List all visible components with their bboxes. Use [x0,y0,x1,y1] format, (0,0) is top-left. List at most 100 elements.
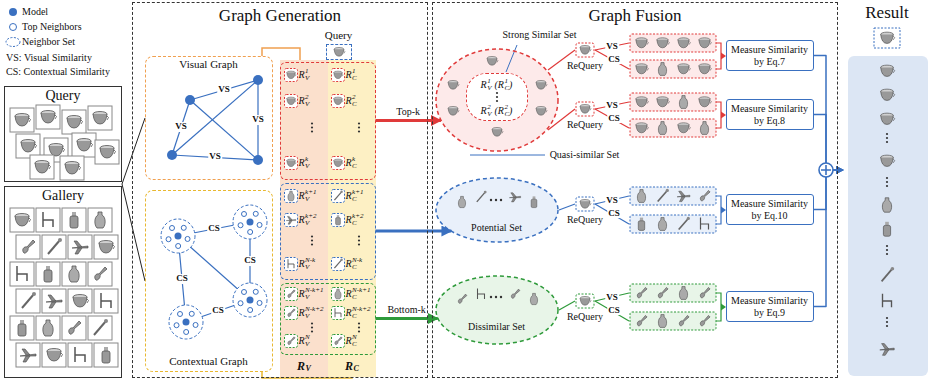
script-stack: NV [305,334,310,348]
neighbor-dot [257,222,262,227]
set-fill [436,276,558,344]
math-label: RN-kC [346,257,363,271]
sum-symbol-cross [821,165,831,175]
math-label: RkC [346,156,357,170]
thumbnail-frame [332,69,345,82]
model-thumbnail [881,65,895,76]
set-label: Strong Similar Set [503,29,577,41]
superscript: 2 [487,104,491,111]
bottom-k-group: RN-k+1VRN-k+1CRN-k+2VRN-k+2CRNVRNC [280,283,376,355]
thumbnail-frame [630,312,716,330]
neighbor-dot [181,225,186,230]
model-thumbnail [677,191,690,201]
script-stack: 2C [504,104,509,118]
similarity-label: CS [211,306,225,316]
neighbor-dot [189,311,194,316]
model-thumbnail [334,71,343,79]
script-stack: 1C [352,68,357,82]
node-title: Contextual Graph [169,355,248,368]
thumbnail-frame [88,208,112,232]
model-thumbnail [530,293,537,304]
node-title: Query [325,29,353,42]
model-thumbnail [35,161,51,174]
model-thumbnail [94,319,108,335]
thumbnail-frame [285,69,298,82]
subscript: V [305,313,323,320]
model-thumbnail [102,347,110,363]
model-thumbnail [288,259,294,268]
measure-box: Measure Similarity by Eq.10 [726,194,814,225]
script-stack: 2V [487,104,491,118]
thumbnail-frame [88,106,112,130]
neighbor-dot [253,211,258,216]
model-thumbnail [95,267,107,280]
thumbnail-frame [16,343,40,367]
thumbnail-frame [630,34,716,52]
math-label: R1V(R1C) [481,78,513,92]
model-thumbnail [286,216,296,224]
neighbor-dot [238,223,243,228]
requery-link [559,204,575,210]
math-label: R2V [299,94,310,108]
model-thumbnail [678,123,690,133]
script-stack: N-k+1C [352,287,370,301]
script-stack: kC [352,156,357,170]
model-thumbnail [44,266,52,282]
model-thumbnail [678,64,690,74]
model-thumbnail [47,349,63,362]
thumbnail-frame [630,119,716,137]
legend-text: Neighbor Set [22,36,75,48]
graph-generation-panel: Graph GenerationVisual GraphContextual G… [132,2,428,378]
connector [814,56,844,171]
model-thumbnail [882,267,895,281]
superscript: 2 [305,94,309,101]
thumbnail-frame [332,157,345,170]
math-label: RN-k+1V [299,287,324,301]
model-thumbnail [288,290,295,298]
model-thumbnail [658,287,668,298]
model-thumbnail [41,111,57,124]
model-thumbnail [22,292,36,308]
thumbnail-frame [42,343,66,367]
contextual-graph-box: Contextual Graph [145,190,273,372]
ellipsis-dot [358,126,360,128]
superscript: N-k [305,257,315,264]
math-symbol: R [299,289,305,299]
thumbnail-frame [285,95,298,108]
thumbnail-frame [94,343,118,367]
model-thumbnail [700,122,708,135]
superscript: k+2 [352,213,363,220]
thumbnail-frame [285,258,298,271]
superscript: 1 [487,78,491,85]
model-thumbnail [334,259,342,269]
thumbnail-frame [42,289,66,313]
model-thumbnail [580,199,591,208]
similarity-label: VS [217,85,231,95]
thumbnail-frame [285,335,298,348]
model-thumbnail [883,222,890,236]
math-symbol: R [299,215,305,225]
sum-symbol [819,163,833,177]
thumbnail-frame [630,93,716,111]
requery-link [559,301,575,310]
math-symbol: R [346,70,352,80]
model-thumbnail [881,89,895,100]
math-label: Rk+1V [299,189,317,203]
subscript: V [305,101,309,108]
ellipsis-dot [886,253,888,255]
subscript: C [504,85,509,92]
thumbnail-frame [332,288,345,301]
visual-link [262,48,300,60]
ellipsis-dot [496,100,498,102]
thumbnail-frame [16,134,40,158]
requery-label: ReQuery [567,60,603,72]
model-thumbnail [636,97,648,107]
ellipsis-dot [311,322,313,324]
superscript: k [352,156,357,163]
model-thumbnail [73,295,89,308]
model-thumbnail [287,71,296,79]
neighbor-dot [166,237,171,242]
requery-label: ReQuery [567,214,603,226]
thumbnail-frame [630,60,716,78]
superscript: N-k+1 [305,287,323,294]
